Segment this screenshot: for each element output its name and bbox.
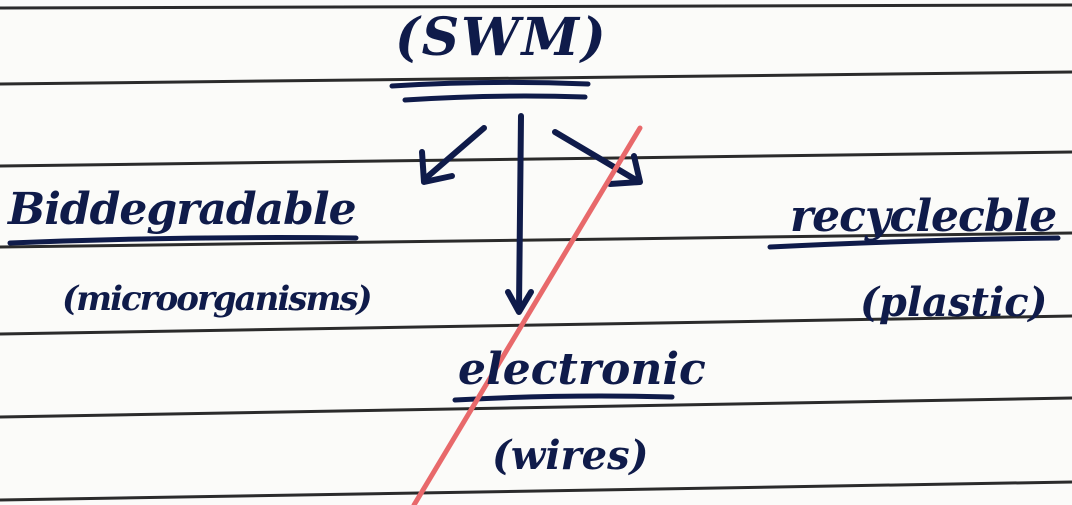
- diagram-title: (SWM): [395, 7, 608, 68]
- ruled-line: [0, 396, 1072, 419]
- branch-example-microorganisms: (microorganisms): [62, 279, 373, 319]
- ruled-line: [0, 480, 1072, 502]
- biodeg-underline: [7, 235, 359, 246]
- branch-label-recyclable: recyclecble: [790, 191, 1057, 242]
- ruled-line: [0, 231, 1072, 249]
- ruled-line: [0, 70, 1072, 86]
- ruled-line: [0, 3, 1072, 10]
- recycle-underline: [767, 235, 1061, 250]
- arrow-down: [516, 113, 524, 311]
- title-underline: [402, 93, 588, 103]
- red-strike-line: [411, 125, 643, 505]
- arrow-down-head: [505, 289, 534, 315]
- arrow-right: [552, 129, 639, 183]
- branch-label-electronic: electronic: [458, 344, 706, 395]
- branch-example-wires: (wires): [492, 432, 649, 479]
- arrow-left: [423, 125, 487, 181]
- electronic-underline: [452, 393, 675, 403]
- arrow-right-head: [607, 153, 643, 187]
- branch-example-plastic: (plastic): [860, 279, 1048, 326]
- title-underline: [389, 79, 591, 89]
- ruled-line: [0, 314, 1072, 336]
- ruled-line: [0, 150, 1072, 168]
- arrow-left-head: [419, 149, 455, 185]
- branch-label-biodegradable: Biddegradable: [8, 184, 357, 235]
